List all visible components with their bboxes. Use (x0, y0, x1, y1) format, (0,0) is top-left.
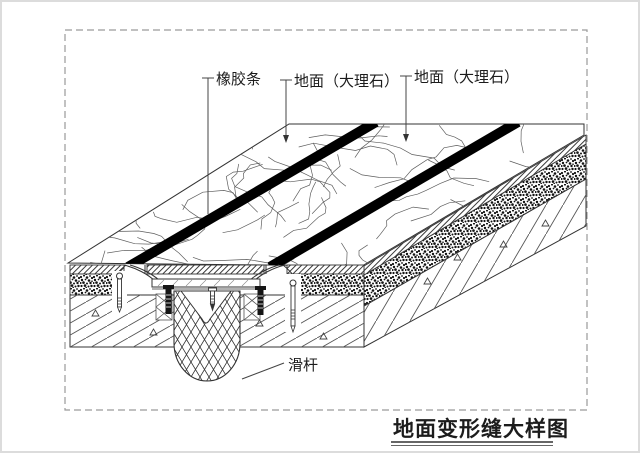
leader-rubber-strip (202, 77, 214, 214)
leader-floor-right (400, 75, 412, 135)
title-underline (391, 441, 553, 446)
arrow-down-icon (283, 135, 289, 143)
joint-assembly (113, 264, 296, 290)
concrete-triangle-symbols (91, 309, 328, 340)
center-screw (208, 287, 217, 312)
arrow-down-icon (403, 134, 409, 142)
label-floor-marble-left: 地面（大理石） (294, 73, 399, 90)
v-groove (180, 290, 232, 324)
screed-layer-front (69, 273, 365, 296)
rubber-strip-right (267, 124, 521, 266)
anchor-bolt-outer-right (285, 274, 301, 334)
concrete-triangle-symbols (423, 219, 550, 285)
drawing-title: 地面变形缝大样图 (393, 417, 569, 441)
anchor-bolt-inner-right (255, 286, 266, 315)
leader-lines (202, 75, 412, 380)
slide-rod-filler (173, 287, 241, 382)
anchor-bolt-outer-left (112, 271, 127, 314)
label-slide-rod: 滑杆 (288, 357, 318, 374)
leader-floor-left (280, 79, 292, 136)
label-floor-marble-right: 地面（大理石） (414, 69, 519, 86)
leader-arrowheads (283, 134, 409, 143)
anchor-bolt-inner-left (163, 285, 174, 314)
label-rubber-strip: 橡胶条 (216, 71, 261, 88)
rubber-strip-left (125, 124, 379, 266)
leader-slide-rod (241, 362, 285, 380)
